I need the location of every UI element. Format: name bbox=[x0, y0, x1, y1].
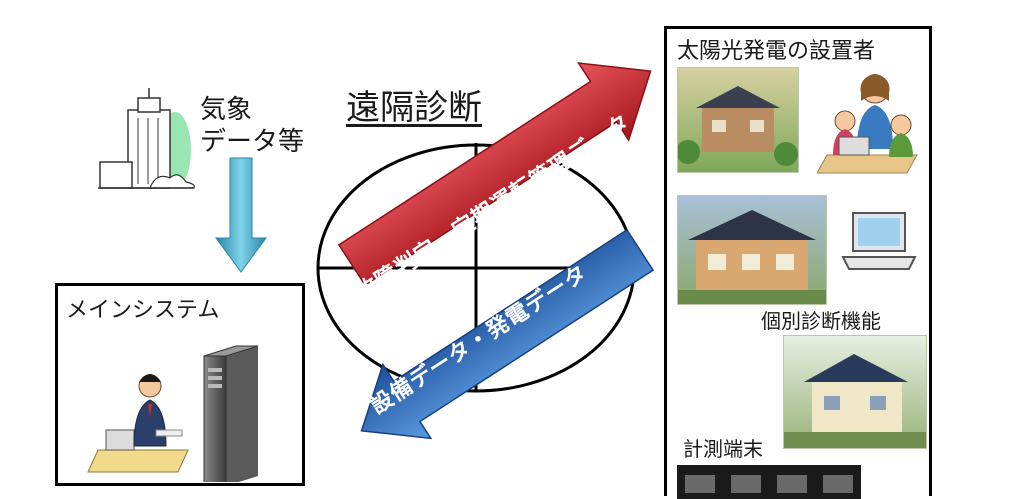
installer-panel-title: 太陽光発電の設置者 bbox=[677, 39, 876, 64]
measurement-terminal-screen bbox=[677, 465, 861, 499]
house-photo-1 bbox=[677, 67, 799, 173]
house-photo-3 bbox=[783, 335, 927, 449]
lower-arrow bbox=[360, 228, 655, 440]
main-system-illustration bbox=[87, 345, 259, 482]
server-tower-icon bbox=[203, 345, 259, 482]
operator-person-icon bbox=[87, 374, 189, 473]
down-arrow-icon bbox=[215, 157, 267, 273]
family-laptop-icon bbox=[817, 74, 918, 174]
main-system-box: メインシステム bbox=[55, 283, 305, 486]
measurement-terminal-label: 計測端末 bbox=[683, 437, 763, 461]
weather-label-line2: データ等 bbox=[200, 127, 305, 157]
installer-panel: 太陽光発電の設置者 bbox=[664, 26, 932, 499]
house-photo-2 bbox=[677, 195, 827, 305]
upper-arrow bbox=[337, 62, 652, 287]
weather-label-line1: 気象 bbox=[200, 95, 253, 125]
laptop-icon bbox=[841, 212, 917, 270]
page-title: 遠隔診断 bbox=[346, 88, 482, 128]
building-icon bbox=[98, 88, 195, 189]
main-system-label: メインシステム bbox=[66, 298, 220, 323]
individual-diagnosis-label: 個別診断機能 bbox=[761, 309, 881, 333]
